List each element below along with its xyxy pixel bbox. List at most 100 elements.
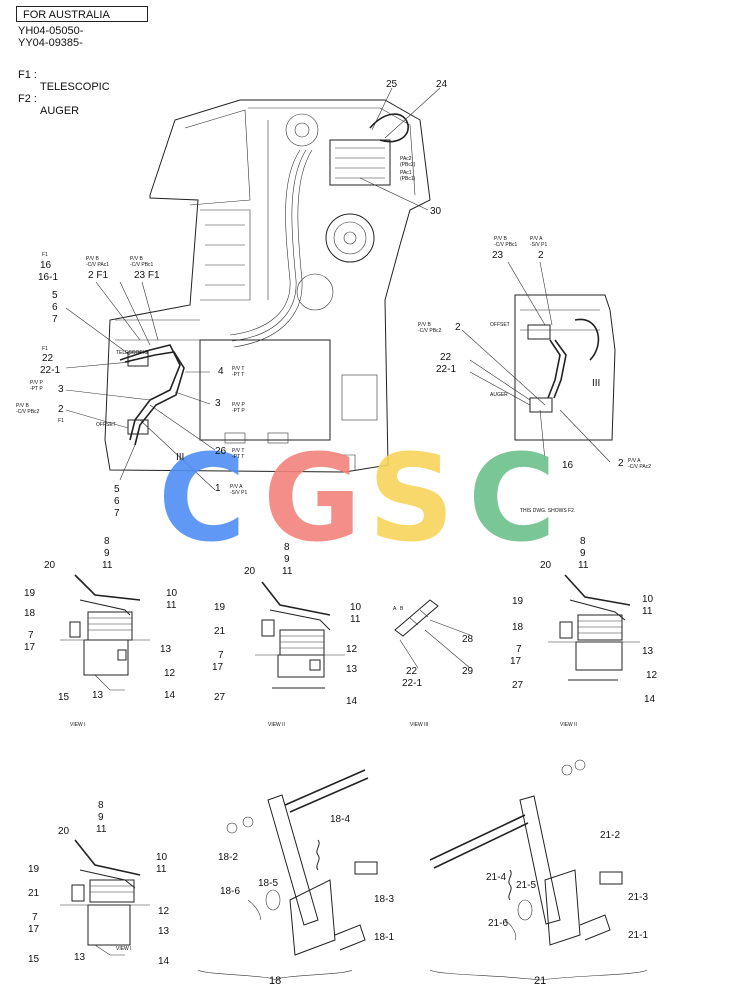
- pv4-callout-8: 8: [580, 536, 586, 547]
- pv2-callout-11: 11: [282, 566, 293, 577]
- part-21-6: 21-6: [488, 918, 509, 929]
- aux-note-pvb: P/V B: [494, 236, 507, 242]
- watermark-letter-c2: C: [468, 430, 557, 569]
- callout-25: 25: [386, 79, 398, 90]
- callout-f1-c: F1: [58, 418, 64, 424]
- note-ptt: -PT T: [232, 372, 245, 378]
- aux-note-pva: P/V A: [530, 236, 543, 242]
- watermark-letter-c1: C: [158, 430, 247, 569]
- pv2-callout-10: 10: [350, 602, 362, 613]
- part-18-6: 18-6: [220, 886, 241, 897]
- pv1-callout-18: 18: [24, 608, 36, 619]
- pv4-callout-7: 7: [516, 644, 522, 655]
- pv5-callout-10: 10: [156, 852, 168, 863]
- machine-frame-outline: [104, 99, 431, 473]
- callout-26: 26: [215, 446, 227, 457]
- pv4-callout-20: 20: [540, 560, 552, 571]
- pv5-callout-13: 13: [74, 952, 86, 963]
- aux-note-sv-p1: -S/V P1: [530, 242, 548, 248]
- pv4-callout-18: 18: [512, 622, 524, 633]
- pv2-callout-9: 9: [284, 554, 290, 565]
- pv1-callout-14: 14: [164, 690, 176, 701]
- pv2-callout-8: 8: [284, 542, 290, 553]
- callout-5-b: 5: [114, 484, 120, 495]
- pv2-callout-17: 17: [212, 662, 224, 673]
- note-telescopic: TELESCOPIC: [116, 350, 148, 356]
- aux-callout-22-1: 22-1: [436, 364, 457, 375]
- watermark: C G S C: [158, 440, 578, 560]
- pv2-callout-12: 12: [346, 644, 358, 655]
- callout-2-f1: 2 F1: [88, 270, 109, 281]
- callout-3-b: 3: [215, 398, 221, 409]
- serial-range-2: YY04-09385-: [18, 37, 83, 49]
- callout-1: 1: [215, 483, 221, 494]
- callout-2: 2: [58, 404, 64, 415]
- pv1-callout-17: 17: [24, 642, 36, 653]
- main-leader-lines: [65, 87, 441, 491]
- aux-callout-2-b: 2: [455, 322, 461, 333]
- callout-16: 16: [40, 260, 52, 271]
- pv3-callout-28: 28: [462, 634, 474, 645]
- note-pvb-a: P/V B: [86, 256, 99, 262]
- watermark-letter-g: G: [263, 430, 362, 569]
- note-ptp2: -PT P: [232, 408, 245, 414]
- callout-30: 30: [430, 206, 442, 217]
- pv2-callout-19: 19: [214, 602, 226, 613]
- part-18-3: 18-3: [374, 894, 395, 905]
- serial-range-1: YH04-05050-: [18, 25, 84, 37]
- pedal-view-1: [60, 574, 150, 691]
- pv5-callout-20: 20: [58, 826, 70, 837]
- note-pvt2: P/V T: [232, 448, 245, 454]
- pv1-callout-13-b: 13: [160, 644, 172, 655]
- part-21-4: 21-4: [486, 872, 507, 883]
- callout-22: 22: [42, 353, 54, 364]
- pv4-view-caption: VIEW II: [560, 722, 577, 728]
- note-cv-pbc2: -C/V PBc2: [16, 409, 40, 415]
- pv4-callout-19: 19: [512, 596, 524, 607]
- pv5-callout-15: 15: [28, 954, 40, 965]
- pv5-callout-13-b: 13: [158, 926, 170, 937]
- callout-3: 3: [58, 384, 64, 395]
- aux-callout-23: 23: [492, 250, 504, 261]
- pv5-callout-11: 11: [96, 824, 107, 835]
- pv5-callout-12: 12: [158, 906, 170, 917]
- pv4-callout-11: 11: [578, 560, 589, 571]
- pv3-callout-29: 29: [462, 666, 474, 677]
- pv2-callout-14: 14: [346, 696, 358, 707]
- pv1-callout-7: 7: [28, 630, 34, 641]
- note-sv-p1: -S/V P1: [230, 490, 248, 496]
- part-18-5: 18-5: [258, 878, 279, 889]
- aux-note-cv-pac2: -C/V PAc2: [628, 464, 651, 470]
- pv2-callout-11-b: 11: [350, 614, 361, 625]
- aux-note-pvb2: P/V B: [418, 322, 431, 328]
- legend-f1-value: TELESCOPIC: [40, 81, 110, 93]
- pv5-callout-21: 21: [28, 888, 40, 899]
- aux-note-auger: AUGER: [490, 392, 508, 398]
- part-group-18: 18: [269, 975, 282, 987]
- part-21-5: 21-5: [516, 880, 537, 891]
- callout-23-f1: 23 F1: [134, 270, 160, 281]
- pv5-callout-17: 17: [28, 924, 40, 935]
- aux-note-offset: OFFSET: [490, 322, 510, 328]
- note-pva: P/V A: [230, 484, 243, 490]
- part-18-1: 18-1: [374, 932, 395, 943]
- note-pvt: P/V T: [232, 366, 245, 372]
- lever-assembly-18: [197, 769, 378, 981]
- watermark-letter-s: S: [368, 430, 455, 569]
- aux-callout-22: 22: [440, 352, 452, 363]
- note-cv-pac1: -C/V PAc1: [86, 262, 109, 268]
- pv5-callout-19: 19: [28, 864, 40, 875]
- callout-f1-b: F1: [42, 346, 48, 352]
- legend-f1-key: F1 :: [18, 69, 37, 81]
- aux-view-marker-iii: III: [592, 378, 601, 389]
- note-offset: OFFSET: [96, 422, 116, 428]
- note-ptt2: -PT T: [232, 454, 245, 460]
- pedal-view-3: [394, 599, 471, 669]
- aux-drawing-note: THIS DWG. SHOWS F2.: [520, 508, 576, 514]
- callout-22-1: 22-1: [40, 365, 61, 376]
- pv1-callout-12: 12: [164, 668, 176, 679]
- note-pvp2: P/V P: [232, 402, 245, 408]
- pv2-callout-20: 20: [244, 566, 256, 577]
- pedal-view-4: [548, 574, 640, 681]
